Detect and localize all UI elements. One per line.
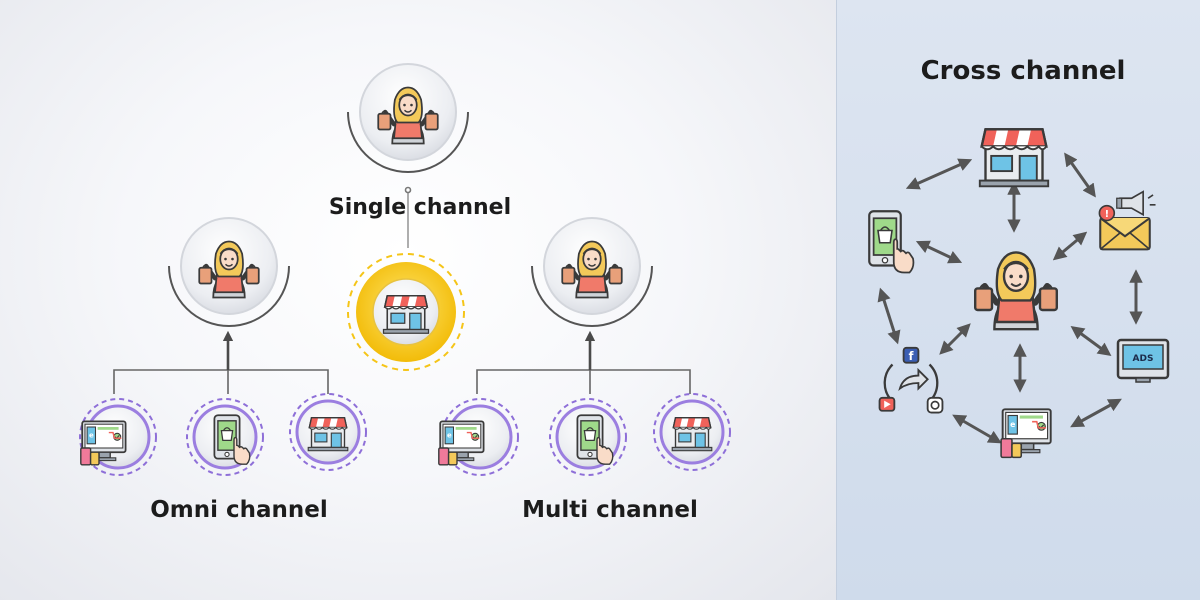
- double-arrow: [952, 414, 1002, 444]
- shopper-icon: [975, 252, 1057, 329]
- ads-label: ADS: [1133, 354, 1154, 364]
- single-arc: [347, 111, 469, 173]
- double-arrow: [905, 158, 973, 190]
- double-arrow: [1052, 231, 1088, 261]
- ads-stand: [1135, 377, 1151, 383]
- double-arrow: [1070, 398, 1122, 428]
- dashed-ring: [653, 393, 731, 471]
- dashed-ring: [549, 398, 627, 476]
- multi-branch-connector: [476, 369, 691, 394]
- email-marketing-icon: [1098, 190, 1157, 251]
- omni-channel-touchpoints: [79, 393, 367, 476]
- single-channel-shopper: [347, 63, 469, 173]
- multi-ecommerce-node: [437, 398, 519, 476]
- dashed-ring: [289, 393, 367, 471]
- multi-channel-touchpoints: [437, 393, 731, 476]
- store-icon: [307, 417, 349, 452]
- single-channel-store: [347, 253, 465, 371]
- store-icon: [978, 128, 1050, 188]
- ads-screen: [1122, 344, 1164, 370]
- cross-channel-title: Cross channel: [921, 56, 1126, 86]
- double-arrow: [939, 323, 971, 355]
- omni-branch-connector: [113, 369, 329, 394]
- multi-store-node: [653, 393, 731, 471]
- double-arrow: [1064, 152, 1096, 198]
- ecommerce-icon: [1000, 408, 1052, 459]
- store-icon: [382, 294, 430, 335]
- omni-ecommerce-node: [79, 398, 157, 476]
- store-dashed-ring: [347, 253, 465, 371]
- connector-node: [404, 186, 412, 194]
- store-icon: [671, 417, 713, 452]
- single-channel-label: Single channel: [329, 195, 511, 220]
- multi-channel-shopper: [531, 217, 653, 327]
- double-arrow: [877, 287, 901, 345]
- double-arrow: [1070, 326, 1112, 356]
- social-media-icon: [878, 346, 944, 414]
- connectors: [113, 186, 691, 394]
- dashed-ring: [79, 398, 157, 476]
- omni-mobile-node: [186, 398, 264, 476]
- omni-arc: [168, 265, 290, 327]
- multi-channel-label: Multi channel: [522, 497, 698, 523]
- omni-store-node: [289, 393, 367, 471]
- multi-mobile-node: [549, 398, 627, 476]
- ads-display: ADS: [1116, 338, 1170, 383]
- cross-channel-arrows: [877, 152, 1143, 444]
- mobile-shop-icon: [868, 210, 915, 274]
- double-arrow: [915, 240, 963, 264]
- omni-channel-label: Omni channel: [150, 497, 328, 523]
- multi-arc: [531, 265, 653, 327]
- dashed-ring: [186, 398, 264, 476]
- omni-channel-shopper: [168, 217, 290, 327]
